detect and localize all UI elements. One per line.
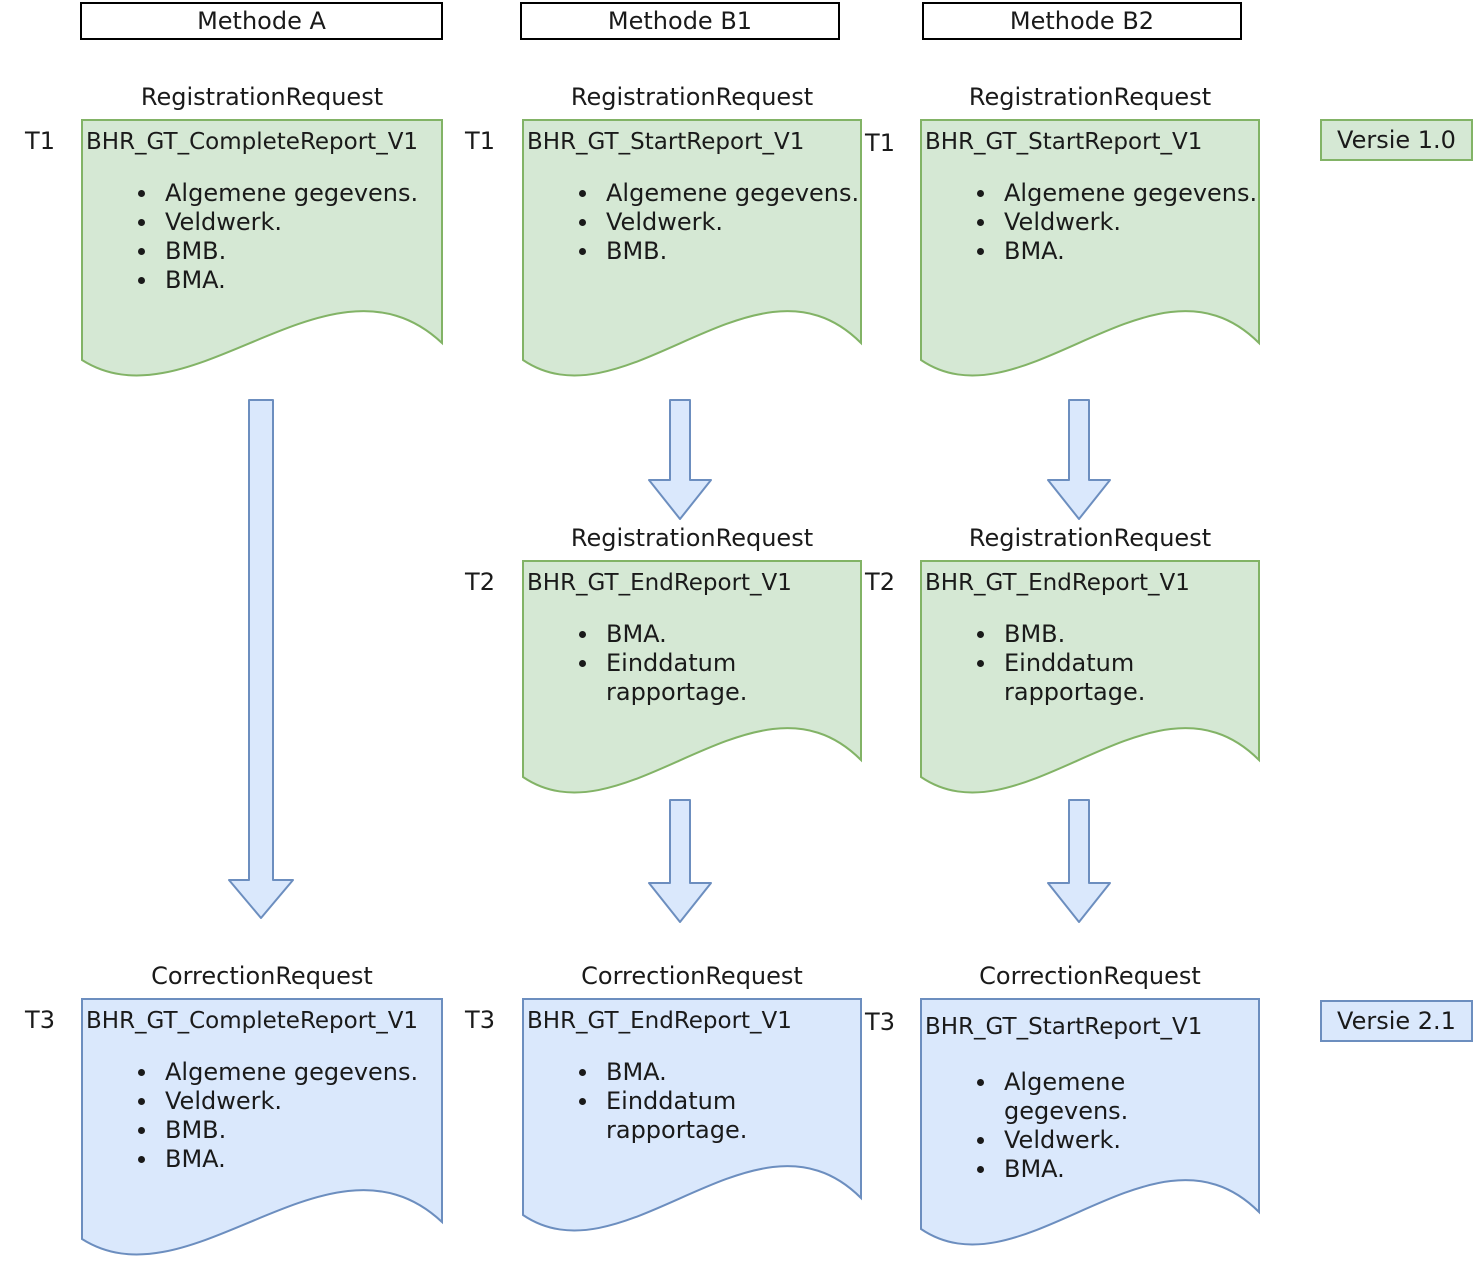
bullet-item: Veldwerk. <box>974 1126 1186 1155</box>
column-header-methode-b1: Methode B1 <box>520 2 840 40</box>
time-label: T2 <box>865 568 895 596</box>
request-type-label: RegistrationRequest <box>570 83 814 111</box>
bullet-item: BMA. <box>974 237 1257 266</box>
time-label: T3 <box>25 1006 55 1034</box>
document-bullet-list: Algemene gegevens. Veldwerk. BMB. BMA. <box>135 179 418 295</box>
document-shape-b2-endreport: BHR_GT_EndReport_V1 BMB. Einddatum rappo… <box>920 560 1260 800</box>
document-title: BHR_GT_StartReport_V1 <box>527 129 805 155</box>
document-title: BHR_GT_CompleteReport_V1 <box>86 129 419 155</box>
request-type-label: RegistrationRequest <box>140 83 384 111</box>
bullet-item: Einddatum rapportage. <box>974 649 1186 707</box>
bullet-item: Algemene gegevens. <box>974 1068 1186 1126</box>
document-title: BHR_GT_EndReport_V1 <box>527 570 792 596</box>
document-shape-b2-correction: BHR_GT_StartReport_V1 Algemene gegevens.… <box>920 998 1260 1252</box>
bullet-item: BMA. <box>576 620 788 649</box>
request-type-label: CorrectionRequest <box>151 962 373 990</box>
bullet-item: Einddatum rapportage. <box>576 1087 788 1145</box>
flow-arrow-a-long <box>228 399 294 919</box>
document-title: BHR_GT_CompleteReport_V1 <box>86 1008 419 1034</box>
flow-arrow-b1-top <box>648 399 712 520</box>
document-outline <box>920 560 1260 794</box>
document-shape-b1-endreport: BHR_GT_EndReport_V1 BMA. Einddatum rappo… <box>522 560 862 800</box>
bullet-item: Veldwerk. <box>576 208 859 237</box>
bullet-item: Algemene gegevens. <box>974 179 1257 208</box>
column-header-methode-a: Methode A <box>80 2 443 40</box>
flow-arrow-b1-bottom <box>648 799 712 923</box>
document-shape-a-correction: BHR_GT_CompleteReport_V1 Algemene gegeve… <box>81 998 443 1264</box>
bullet-item: BMB. <box>974 620 1186 649</box>
document-outline <box>920 998 1260 1246</box>
document-title: BHR_GT_StartReport_V1 <box>925 1014 1203 1040</box>
request-type-label: RegistrationRequest <box>570 524 814 552</box>
document-bullet-list: Algemene gegevens. Veldwerk. BMA. <box>974 179 1257 266</box>
document-shape-a-registration: BHR_GT_CompleteReport_V1 Algemene gegeve… <box>81 119 443 385</box>
version-badge-2-1: Versie 2.1 <box>1320 1000 1473 1042</box>
bullet-item: BMA. <box>576 1058 788 1087</box>
version-badge-1-0: Versie 1.0 <box>1320 119 1473 161</box>
time-label: T1 <box>465 127 495 155</box>
bullet-item: Einddatum rapportage. <box>576 649 788 707</box>
bullet-item: BMB. <box>576 237 859 266</box>
document-outline <box>81 998 443 1256</box>
document-shape-b1-correction: BHR_GT_EndReport_V1 BMA. Einddatum rappo… <box>522 998 862 1238</box>
bullet-item: BMA. <box>135 266 418 295</box>
bullet-item: Veldwerk. <box>974 208 1257 237</box>
bullet-item: BMB. <box>135 237 418 266</box>
request-type-label: RegistrationRequest <box>968 524 1212 552</box>
bullet-item: Algemene gegevens. <box>576 179 859 208</box>
request-type-label: RegistrationRequest <box>968 83 1212 111</box>
document-outline <box>920 119 1260 377</box>
flow-arrow-b2-bottom <box>1047 799 1111 923</box>
time-label: T1 <box>865 129 895 157</box>
document-outline <box>522 560 862 794</box>
time-label: T3 <box>465 1006 495 1034</box>
document-title: BHR_GT_EndReport_V1 <box>527 1008 792 1034</box>
bullet-item: BMA. <box>974 1155 1186 1184</box>
document-shape-b2-registration: BHR_GT_StartReport_V1 Algemene gegevens.… <box>920 119 1260 385</box>
document-outline <box>522 119 862 377</box>
time-label: T2 <box>465 568 495 596</box>
flow-arrow-b2-top <box>1047 399 1111 520</box>
document-outline <box>522 998 862 1232</box>
document-bullet-list: Algemene gegevens. Veldwerk. BMA. <box>974 1068 1186 1184</box>
bullet-item: Veldwerk. <box>135 1087 418 1116</box>
document-shape-b1-registration: BHR_GT_StartReport_V1 Algemene gegevens.… <box>522 119 862 385</box>
document-bullet-list: Algemene gegevens. Veldwerk. BMB. <box>576 179 859 266</box>
bullet-item: Algemene gegevens. <box>135 1058 418 1087</box>
time-label: T1 <box>25 127 55 155</box>
bullet-item: Algemene gegevens. <box>135 179 418 208</box>
bullet-item: BMA. <box>135 1145 418 1174</box>
column-header-methode-b2: Methode B2 <box>922 2 1242 40</box>
bullet-item: Veldwerk. <box>135 208 418 237</box>
document-outline <box>81 119 443 377</box>
request-type-label: CorrectionRequest <box>581 962 803 990</box>
document-bullet-list: BMA. Einddatum rapportage. <box>576 620 788 707</box>
document-title: BHR_GT_StartReport_V1 <box>925 129 1203 155</box>
request-type-label: CorrectionRequest <box>979 962 1201 990</box>
time-label: T3 <box>865 1008 895 1036</box>
bullet-item: BMB. <box>135 1116 418 1145</box>
document-title: BHR_GT_EndReport_V1 <box>925 570 1190 596</box>
document-bullet-list: Algemene gegevens. Veldwerk. BMB. BMA. <box>135 1058 418 1174</box>
document-bullet-list: BMB. Einddatum rapportage. <box>974 620 1186 707</box>
document-bullet-list: BMA. Einddatum rapportage. <box>576 1058 788 1145</box>
